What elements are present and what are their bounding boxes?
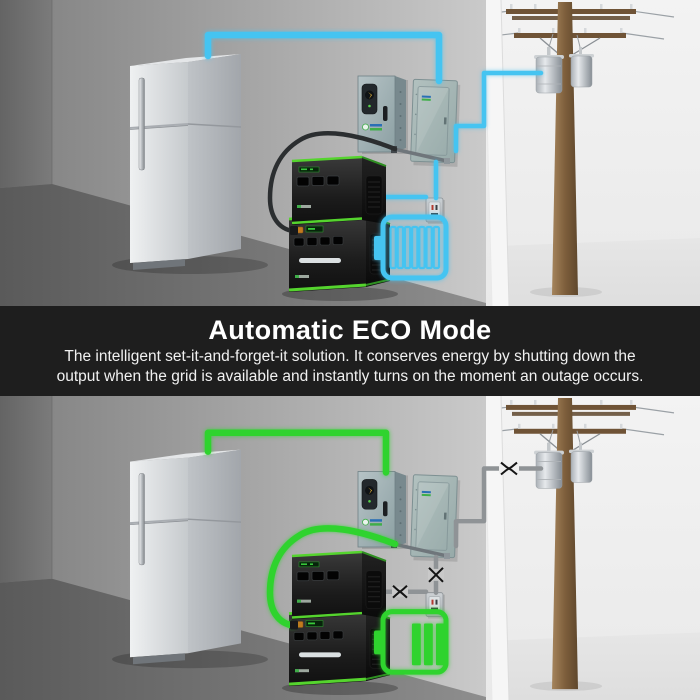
brand-logo [297,205,311,208]
refrigerator [112,54,268,274]
battery-bar [424,623,433,666]
cable-connector [290,226,298,235]
battery-cell [418,225,426,270]
outage-break-marks [392,461,519,599]
battery-outline [380,609,449,675]
panel-door [415,85,450,156]
ac-outlets [293,630,344,641]
fridge-base [133,653,185,665]
battery-status-icon [374,214,449,281]
fridge-door [130,62,188,263]
scene-grid-outage [0,396,700,700]
battery-bars-remaining [412,623,445,666]
break-x-icon [392,585,408,599]
power-indicator [368,92,372,99]
power-indicator [368,487,372,495]
knockouts [399,91,402,141]
station-display [298,166,320,173]
brand-logo [362,518,382,526]
door-handle [443,117,447,125]
knockouts [399,486,402,537]
brand-logo [421,490,431,497]
brand-logo [295,669,309,673]
battery-cell [432,225,441,270]
battery-bar [436,623,445,666]
ac-outlets [296,570,340,582]
green-trim [288,283,367,292]
brand-logo [295,275,309,278]
green-trim [291,217,363,225]
door-handle [443,512,447,520]
house-corner-wall [483,0,510,306]
cable-connector [290,620,298,630]
brand-logo [297,599,311,603]
brand-logo [421,95,431,101]
left-wall [0,0,52,188]
scene [0,0,700,306]
exterior-background [480,396,700,700]
battery-bar [412,623,421,666]
power-station-upper [291,550,387,620]
banner-description-line2: output when the grid is available and in… [56,368,644,385]
battery-cell [396,225,405,270]
breaker-panel [410,78,461,167]
vent-grille [365,175,383,215]
transformer [534,429,594,489]
break-x-icon [428,567,444,583]
info-banner: Automatic ECO Mode The intelligent set-i… [0,306,700,396]
battery-cell [411,225,419,270]
fridge-side [188,54,241,259]
green-trim [291,155,363,163]
battery-cell [403,225,412,270]
fridge-side [188,449,241,654]
battery-status-icon [374,609,449,675]
active-power-path [204,31,449,281]
battery-cell [389,225,397,270]
fridge-feed-line [204,31,443,85]
battery-cells-full [389,225,441,270]
battery-outline [380,214,449,281]
service-drop-line [453,70,544,154]
fridge-handle [138,473,145,566]
battery-terminal [374,630,383,655]
power-station-upper [291,155,387,225]
station-to-inverter-cable [266,525,399,630]
green-trim [288,677,367,686]
break-x-icon [499,461,519,476]
transformer [534,33,594,94]
battery-terminal [374,236,383,260]
green-trim [291,550,363,558]
ac-outlets [293,236,344,247]
banner-description-line1: The intelligent set-it-and-forget-it sol… [64,348,636,365]
left-wall [0,396,52,583]
panel-door [415,481,450,551]
active-power-path [204,429,449,675]
led-light-bar [299,258,341,263]
utility-pole [467,397,675,690]
battery-cell [425,225,433,270]
refrigerator [112,449,268,669]
station-to-inverter-cable [267,130,398,235]
vent-grille [365,570,383,609]
exterior-background [480,0,700,306]
fridge-door [130,457,188,658]
green-trim [291,611,363,619]
scene-grid-available [0,0,700,306]
fridge-feed-line [204,429,390,476]
fridge-handle [138,77,145,171]
inverter-transfer-switch [357,471,408,549]
breaker-panel [410,474,461,562]
ac-outlets [296,175,340,187]
scene [0,396,700,700]
fridge-base [133,259,185,270]
led-light-bar [299,652,341,658]
station-display [298,561,320,568]
inverter-transfer-switch [357,75,408,154]
brand-logo [362,123,382,131]
banner-title: Automatic ECO Mode [208,315,492,345]
portable-power-station-stack [282,550,398,696]
